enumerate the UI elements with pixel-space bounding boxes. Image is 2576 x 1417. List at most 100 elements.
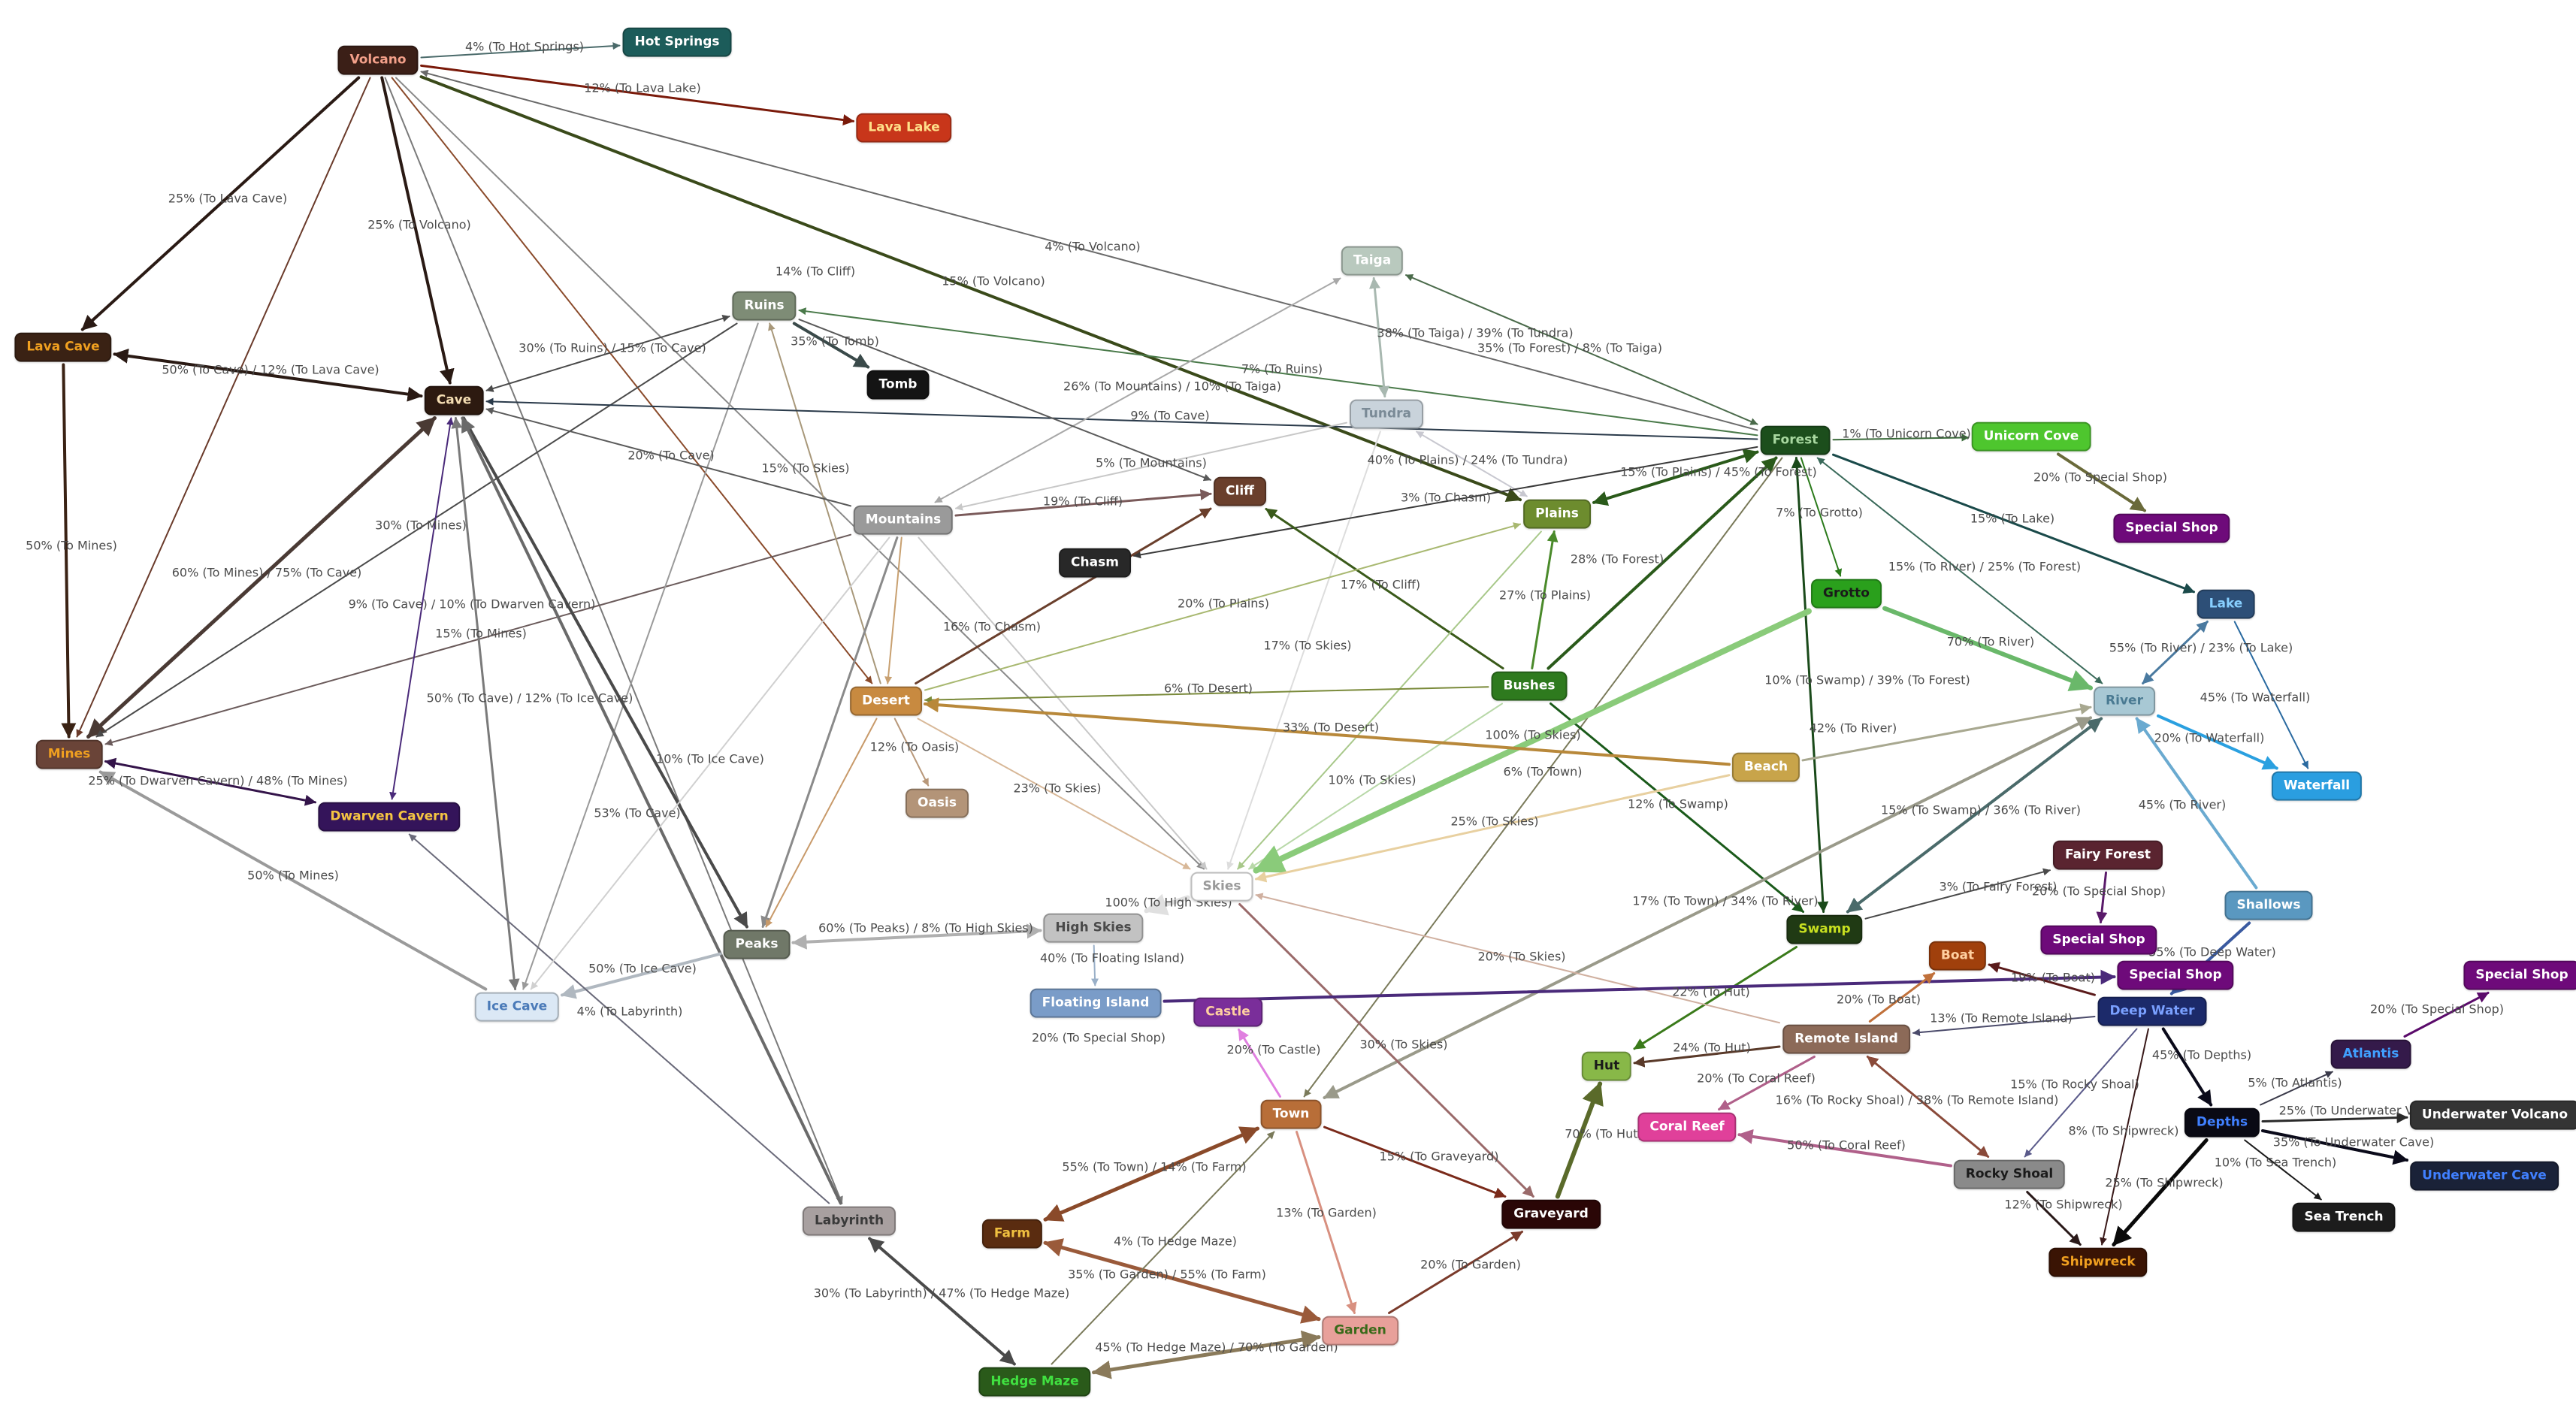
node-floating-island: Floating Island [1029, 988, 1162, 1018]
node-hedge-maze: Hedge Maze [978, 1367, 1091, 1397]
edge-label: 45% (To Depths) [2152, 1048, 2251, 1062]
edge-label: 27% (To Plains) [1499, 588, 1591, 603]
edge-label: 35% (To Forest) / 8% (To Taiga) [1477, 341, 1662, 355]
edge-label: 4% (To Hedge Maze) [1114, 1234, 1237, 1249]
edge-label: 15% (To River) / 25% (To Forest) [1888, 560, 2081, 574]
edge-remote-island-to-boat [1868, 972, 1936, 1023]
edge-swamp-to-fairy-forest [1864, 868, 2051, 920]
edge-label: 50% (To Mines) [247, 869, 339, 883]
edge-ruins-to-cliff [798, 319, 1211, 482]
edge-label: 38% (To Taiga) / 39% (To Tundra) [1377, 326, 1573, 340]
edge-label: 15% (To Volcano) [942, 274, 1045, 289]
edge-beach-to-skies [1255, 774, 1731, 883]
edge-label: 20% (To Special Shop) [1032, 1031, 1166, 1045]
edge-label: 4% (To Hot Springs) [465, 40, 584, 54]
edge-label: 33% (To Desert) [1283, 721, 1379, 735]
edge-cave-to-ice-cave [451, 417, 520, 990]
edge-hedge-maze-to-garden [1092, 1330, 1321, 1379]
node-special-shop-1: Special Shop [2113, 513, 2230, 543]
edge-mountains-to-cliff [954, 488, 1212, 517]
edge-rocky-shoal-to-coral-reef [1737, 1128, 1952, 1168]
edge-label: 3% (To Chasm) [1401, 491, 1491, 505]
edge-label: 22% (To Hut) [1672, 985, 1750, 999]
node-special-shop-2: Special Shop [2040, 925, 2157, 955]
edge-peaks-to-high-skies [791, 923, 1042, 950]
edge-lava-cave-to-cave [113, 348, 423, 402]
edge-forest-to-taiga [1405, 274, 1758, 425]
edge-depths-to-underwater-cave [2261, 1128, 2408, 1165]
edge-label: 40% (To Floating Island) [1040, 951, 1184, 965]
edge-label: 19% (To Boat) [2011, 971, 2095, 985]
node-special-shop-3: Special Shop [2117, 960, 2234, 990]
edge-label: 16% (To Rocky Shoal) / 38% (To Remote Is… [1776, 1093, 2059, 1107]
edge-depths-to-sea-trench [2244, 1139, 2322, 1201]
edge-label: 25% (To Shipwreck) [2105, 1176, 2223, 1190]
edge-lake-to-waterfall [2233, 621, 2309, 769]
edge-volcano-to-labyrinth [384, 77, 843, 1204]
node-lava-lake: Lava Lake [856, 113, 952, 143]
edge-label: 12% (To Swamp) [1628, 797, 1728, 811]
node-unicorn-cove: Unicorn Cove [1971, 421, 2091, 452]
edge-label: 20% (To Boat) [1837, 993, 1921, 1007]
edge-desert-to-ruins [768, 322, 881, 684]
node-lava-cave: Lava Cave [14, 332, 112, 362]
edge-peaks-to-ice-cave [561, 952, 722, 999]
edge-label: 45% (To Waterfall) [2200, 690, 2311, 705]
edge-plains-to-skies [1237, 530, 1542, 870]
edge-mines-to-cave [86, 416, 437, 739]
edge-label: 7% (To Grotto) [1776, 506, 1863, 520]
node-cave: Cave [424, 385, 484, 415]
edge-label: 55% (To River) / 23% (To Lake) [2109, 641, 2293, 655]
edge-label: 15% (To Plains) / 45% (To Forest) [1620, 465, 1817, 479]
edge-label: 20% (To Castle) [1227, 1043, 1321, 1057]
edge-label: 10% (To Sea Trench) [2215, 1156, 2337, 1170]
edge-hedge-maze-to-town [1051, 1131, 1275, 1365]
edge-mountains-to-peaks [760, 536, 899, 928]
node-lake: Lake [2197, 589, 2255, 619]
edge-depths-to-atlantis [2260, 1071, 2333, 1106]
edge-skies-to-high-skies [1144, 893, 1190, 916]
edge-label: 20% (To Special Shop) [2032, 884, 2166, 899]
edge-label: 6% (To Town) [1504, 765, 1583, 779]
edge-label: 5% (To Mountains) [1096, 456, 1207, 470]
edge-label: 9% (To Cave) / 10% (To Dwarven Cavern) [349, 597, 596, 612]
edge-label: 4% (To Labyrinth) [577, 1005, 683, 1019]
edge-label: 9% (To Cave) [1130, 409, 1209, 423]
node-town: Town [1260, 1099, 1322, 1129]
edge-label: 25% (To Volcano) [367, 218, 471, 232]
edge-label: 20% (To Waterfall) [2154, 731, 2265, 745]
node-hot-springs: Hot Springs [622, 27, 732, 57]
edge-label: 50% (To Coral Reef) [1787, 1138, 1906, 1153]
node-deep-water: Deep Water [2097, 996, 2207, 1026]
edge-label: 5% (To Atlantis) [2248, 1076, 2342, 1090]
edge-bushes-to-desert [924, 686, 1489, 704]
edge-label: 50% (To Mines) [26, 539, 117, 553]
edge-plains-to-tundra [1416, 431, 1528, 497]
edge-deep-water-to-shipwreck [2100, 1028, 2149, 1246]
node-ice-cave: Ice Cave [474, 992, 560, 1022]
edge-deep-water-to-remote-island [1912, 1015, 2096, 1037]
edge-town-to-garden [1296, 1131, 1357, 1314]
edge-label: 17% (To Skies) [1263, 639, 1351, 653]
edge-label: 24% (To Hut) [1673, 1041, 1751, 1055]
node-dwarven-cavern: Dwarven Cavern [318, 802, 461, 832]
edge-label: 15% (To Rocky Shoal) [2010, 1077, 2139, 1092]
edge-label: 20% (To Plains) [1178, 597, 1269, 611]
node-tomb: Tomb [866, 370, 930, 400]
node-fairy-forest: Fairy Forest [2052, 840, 2163, 870]
edge-desert-to-peaks [765, 718, 878, 928]
edge-rocky-shoal-to-shipwreck [2026, 1191, 2082, 1246]
edge-label: 23% (To Skies) [1013, 781, 1101, 796]
edge-remote-island-to-hut [1633, 1045, 1781, 1068]
edge-floating-island-to-special-shop-3 [1163, 969, 2116, 1003]
node-bushes: Bushes [1491, 671, 1568, 701]
edge-river-to-waterfall [2157, 714, 2278, 770]
edge-label: 25% (To Skies) [1450, 814, 1538, 829]
edge-skies-to-graveyard [1238, 903, 1534, 1198]
edge-label: 30% (To Skies) [1359, 1038, 1447, 1052]
node-grotto: Grotto [1811, 579, 1882, 609]
edge-forest-to-plains [1592, 449, 1759, 506]
edge-fairy-forest-to-special-shop-2 [2096, 872, 2108, 923]
edge-mountains-to-ice-cave [530, 536, 890, 990]
